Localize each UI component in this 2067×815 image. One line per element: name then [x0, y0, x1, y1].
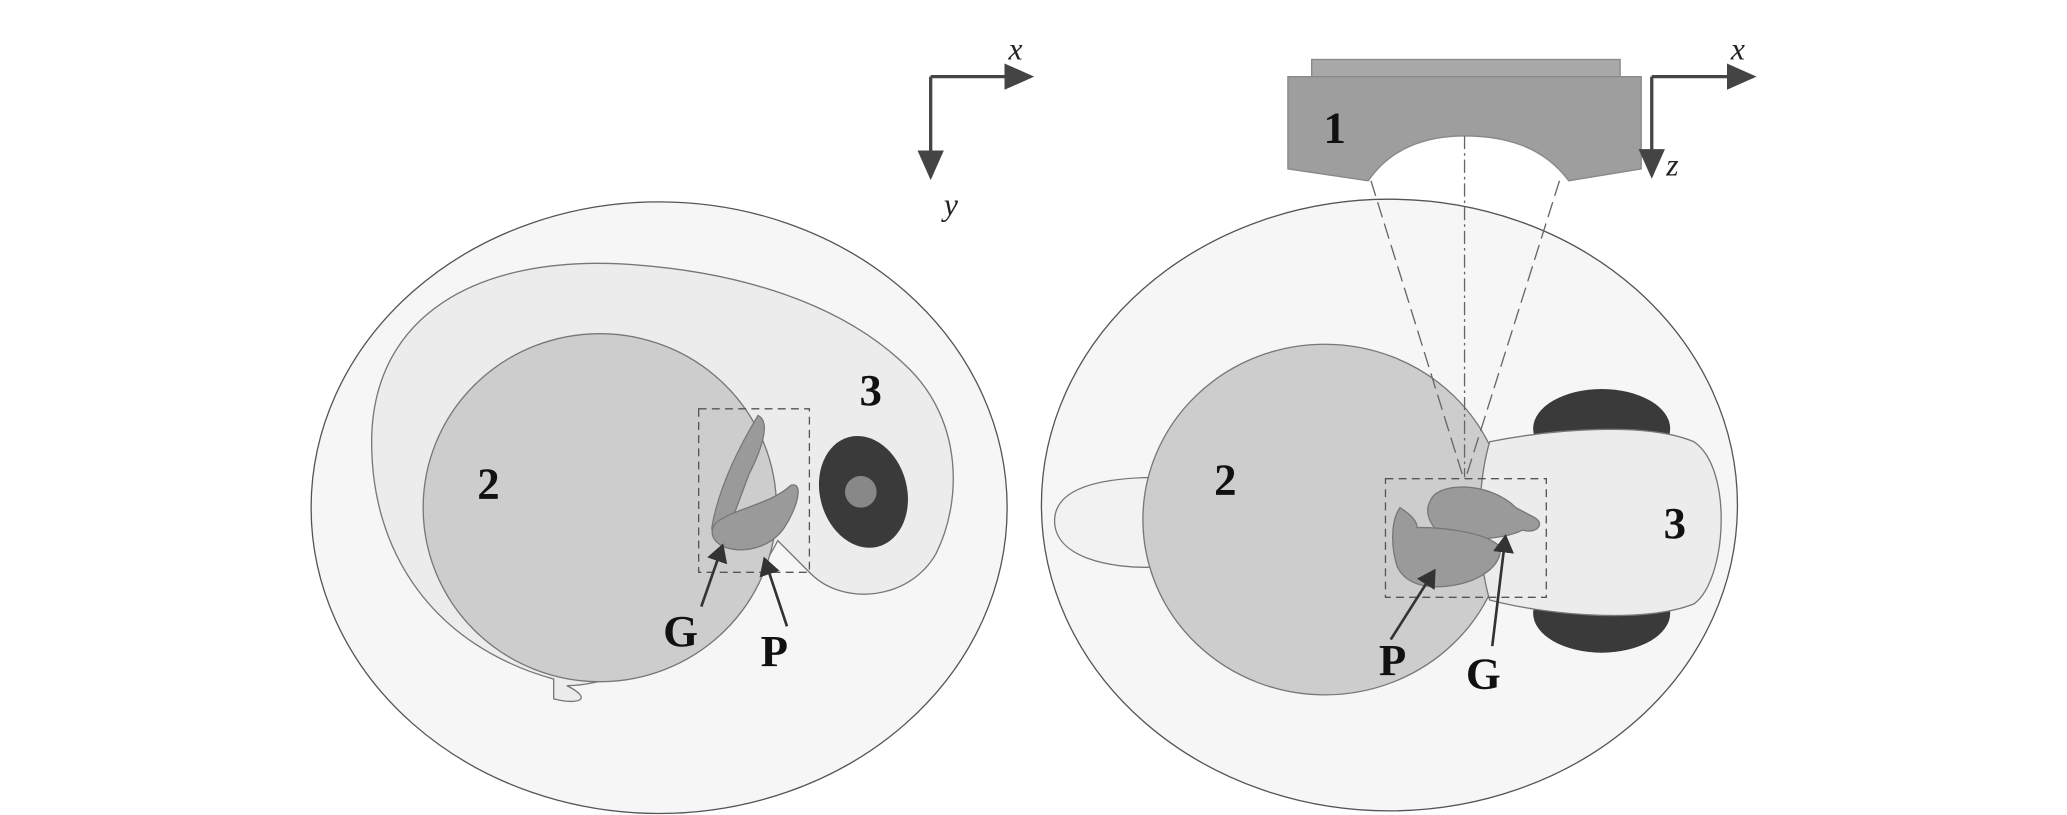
arrow-g-left — [700, 543, 728, 607]
roi-box-right — [1384, 478, 1547, 598]
pancreas-left — [711, 484, 799, 551]
label-p-right: P — [1379, 635, 1406, 685]
lens-left — [844, 476, 877, 508]
x-axis-label-right: x — [1730, 31, 1745, 66]
left-view: 2 3 G P x y — [310, 31, 1035, 815]
arrow-p-left — [759, 556, 789, 627]
label-3-left: 3 — [859, 365, 881, 415]
beam-right — [1465, 180, 1561, 478]
y-axis-label-left: y — [941, 187, 959, 222]
beam-left — [1370, 180, 1464, 478]
label-p-left: P — [761, 626, 788, 676]
label-g-left: G — [663, 606, 698, 656]
arrow-p-right — [1389, 568, 1436, 641]
pancreas-right — [1392, 506, 1501, 588]
label-1-right: 1 — [1324, 103, 1346, 153]
label-g-right: G — [1466, 648, 1501, 698]
label-3-right: 3 — [1664, 498, 1686, 548]
z-axis-label-right: z — [1665, 147, 1678, 182]
label-2-left: 2 — [477, 458, 499, 508]
transducer-top — [1310, 58, 1621, 79]
tail-right — [1053, 476, 1161, 568]
arrow-g-right — [1490, 534, 1515, 647]
label-2-right: 2 — [1214, 455, 1236, 505]
x-axis-label-left: x — [1007, 31, 1022, 66]
right-view: 1 2 3 P G x z — [1040, 31, 1757, 812]
gut-right — [1427, 486, 1541, 540]
roi-box-left — [698, 408, 811, 573]
